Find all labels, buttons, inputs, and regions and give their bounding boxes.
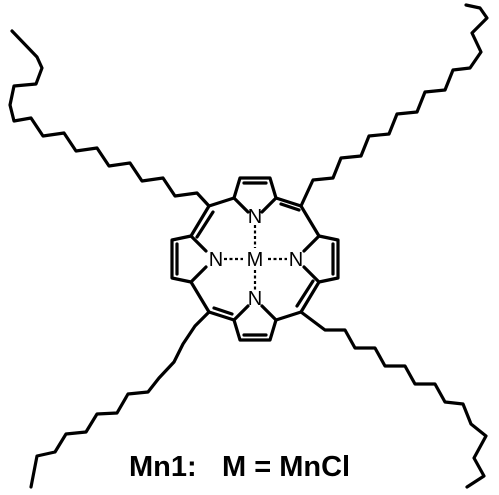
coordination-bonds <box>224 225 287 290</box>
pyrrole-ring-bottom <box>232 304 278 342</box>
atom-label-n-top: N <box>248 206 262 228</box>
pyrrole-ring-right <box>302 234 340 284</box>
metal-definition: M = MnCl <box>222 451 350 483</box>
alkyl-chain-upper-right <box>299 3 489 208</box>
atom-label-n-right: N <box>289 249 303 271</box>
compound-label: Mn1: <box>129 451 197 483</box>
alkyl-chain-upper-left <box>8 29 211 208</box>
alkyl-chain-lower-left <box>29 310 211 489</box>
alkyl-chain-lower-right <box>299 310 488 489</box>
atom-label-n-left: N <box>209 249 223 271</box>
atom-label-n-bottom: N <box>248 288 262 310</box>
pyrrole-ring-top <box>232 176 278 214</box>
pyrrole-ring-left <box>170 234 208 284</box>
atom-label-metal: M <box>247 249 264 271</box>
